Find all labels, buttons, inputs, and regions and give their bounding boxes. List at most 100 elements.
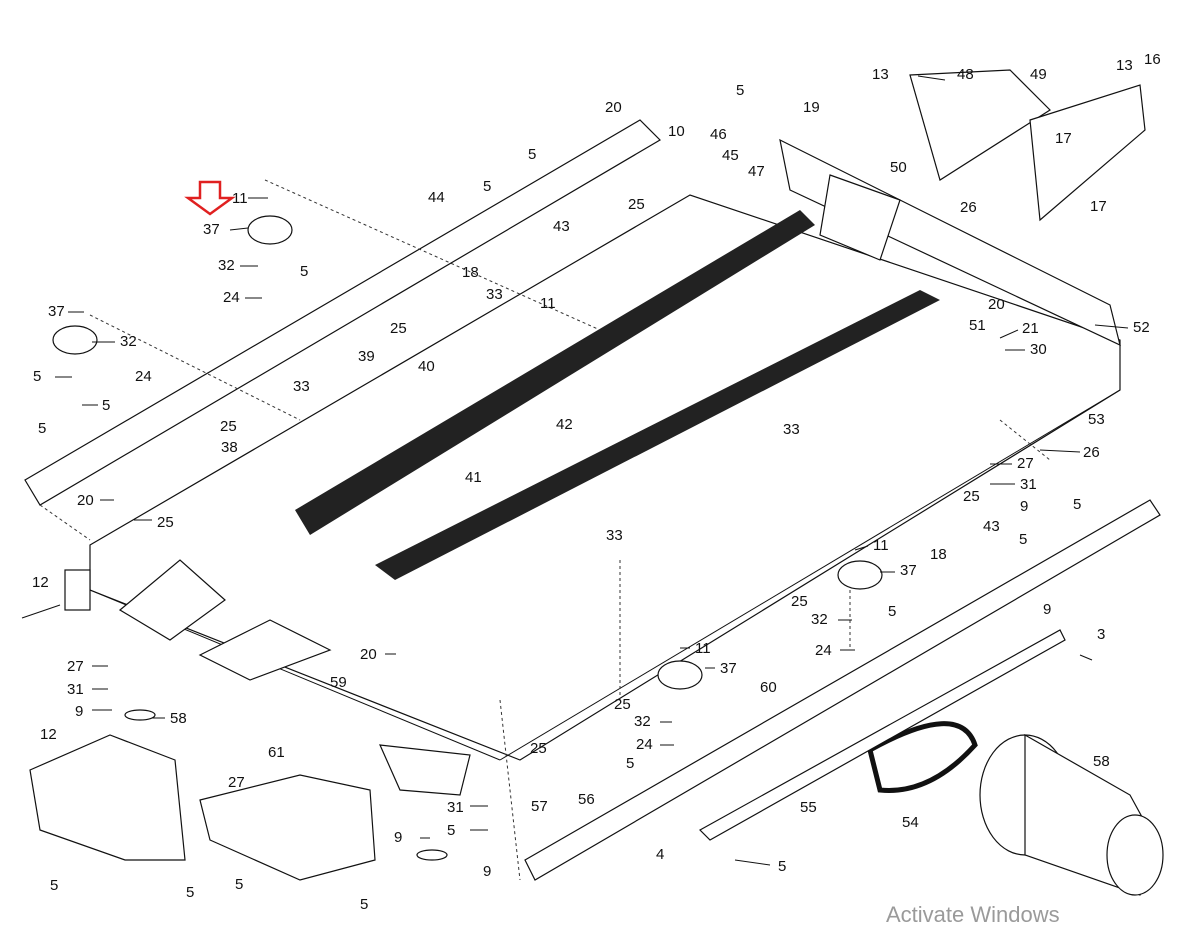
callout-label: 24 [815, 642, 832, 659]
callout-label: 31 [447, 799, 464, 816]
callout-label: 20 [77, 492, 94, 509]
callout-label: 45 [722, 147, 739, 164]
callout-label: 33 [606, 527, 623, 544]
callout-label: 11 [695, 640, 711, 657]
callout-label: 32 [218, 257, 235, 274]
callout-label: 9 [75, 703, 83, 720]
callout-label: 13 [1116, 57, 1133, 74]
callout-label: 31 [1020, 476, 1037, 493]
callout-label: 9 [1020, 498, 1028, 515]
motor-frame [779, 69, 1146, 347]
leader-lines [21, 75, 1129, 866]
callout-label: 48 [957, 66, 974, 83]
callout-label: 32 [120, 333, 137, 350]
callout-label: 27 [67, 658, 84, 675]
callout-label: 26 [960, 199, 977, 216]
callout-label: 5 [447, 822, 455, 839]
callout-label: 11 [232, 190, 248, 207]
callout-label: 18 [462, 264, 479, 281]
callout-label: 20 [988, 296, 1005, 313]
callout-label: 33 [293, 378, 310, 395]
callout-label: 5 [888, 603, 896, 620]
callout-label: 24 [223, 289, 240, 306]
callouts: 11 37 32 24 5 44 5 5 20 10 46 45 47 5 19… [32, 51, 1161, 913]
callout-label: 37 [900, 562, 917, 579]
callout-label: 58 [1093, 753, 1110, 770]
callout-label: 32 [811, 611, 828, 628]
callout-label: 5 [528, 146, 536, 163]
belt-strips [295, 210, 940, 580]
callout-label: 17 [1090, 198, 1107, 215]
callout-label: 5 [186, 884, 194, 901]
highlight-arrow-icon [184, 180, 236, 216]
callout-label: 5 [360, 896, 368, 913]
callout-label: 5 [235, 876, 243, 893]
callout-label: 47 [748, 163, 765, 180]
callout-label: 24 [636, 736, 653, 753]
callout-label: 24 [135, 368, 152, 385]
callout-label: 37 [48, 303, 65, 320]
callout-label: 19 [803, 99, 820, 116]
callout-label: 5 [50, 877, 58, 894]
callout-label: 5 [736, 82, 744, 99]
callout-label: 9 [483, 863, 491, 880]
callout-label: 33 [783, 421, 800, 438]
callout-label: 25 [390, 320, 407, 337]
callout-label: 25 [628, 196, 645, 213]
callout-label: 12 [32, 574, 49, 591]
callout-label: 49 [1030, 66, 1047, 83]
callout-label: 43 [983, 518, 1000, 535]
callout-label: 26 [1083, 444, 1100, 461]
callout-label: 51 [969, 317, 986, 334]
right-rail [524, 499, 1161, 881]
callout-label: 11 [540, 295, 556, 312]
callout-label: 25 [157, 514, 174, 531]
callout-label: 46 [710, 126, 727, 143]
activate-windows-watermark: Activate Windows [886, 902, 1060, 927]
callout-label: 5 [1073, 496, 1081, 513]
callout-label: 59 [330, 674, 347, 691]
callout-label: 53 [1088, 411, 1105, 428]
callout-label: 5 [38, 420, 46, 437]
callout-label: 33 [486, 286, 503, 303]
callout-label: 61 [268, 744, 285, 761]
callout-label: 4 [656, 846, 664, 863]
hood-covers [29, 734, 376, 881]
callout-label: 20 [605, 99, 622, 116]
drive-belt [867, 721, 978, 793]
callout-label: 5 [33, 368, 41, 385]
roller-and-feet [64, 569, 1066, 861]
drive-motor [979, 733, 1164, 896]
callout-label: 54 [902, 814, 919, 831]
callout-label: 27 [1017, 455, 1034, 472]
callout-label: 5 [102, 397, 110, 414]
callout-label: 56 [578, 791, 595, 808]
callout-label: 57 [531, 798, 548, 815]
callout-label: 25 [530, 740, 547, 757]
callout-label: 21 [1022, 320, 1039, 337]
callout-label: 32 [634, 713, 651, 730]
callout-label: 20 [360, 646, 377, 663]
callout-label: 5 [778, 858, 786, 875]
callout-label: 25 [614, 696, 631, 713]
callout-label: 55 [800, 799, 817, 816]
callout-label: 27 [228, 774, 245, 791]
callout-label: 9 [394, 829, 402, 846]
callout-label: 37 [203, 221, 220, 238]
callout-label: 37 [720, 660, 737, 677]
callout-label: 39 [358, 348, 375, 365]
callout-label: 5 [300, 263, 308, 280]
callout-label: 38 [221, 439, 238, 456]
callout-label: 9 [1043, 601, 1051, 618]
callout-label: 30 [1030, 341, 1047, 358]
callout-label: 52 [1133, 319, 1150, 336]
callout-label: 58 [170, 710, 187, 727]
callout-label: 18 [930, 546, 947, 563]
callout-label: 41 [465, 469, 482, 486]
callout-label: 10 [668, 123, 685, 140]
callout-label: 11 [873, 537, 889, 554]
callout-label: 5 [1019, 531, 1027, 548]
callout-label: 3 [1097, 626, 1105, 643]
callout-label: 25 [220, 418, 237, 435]
